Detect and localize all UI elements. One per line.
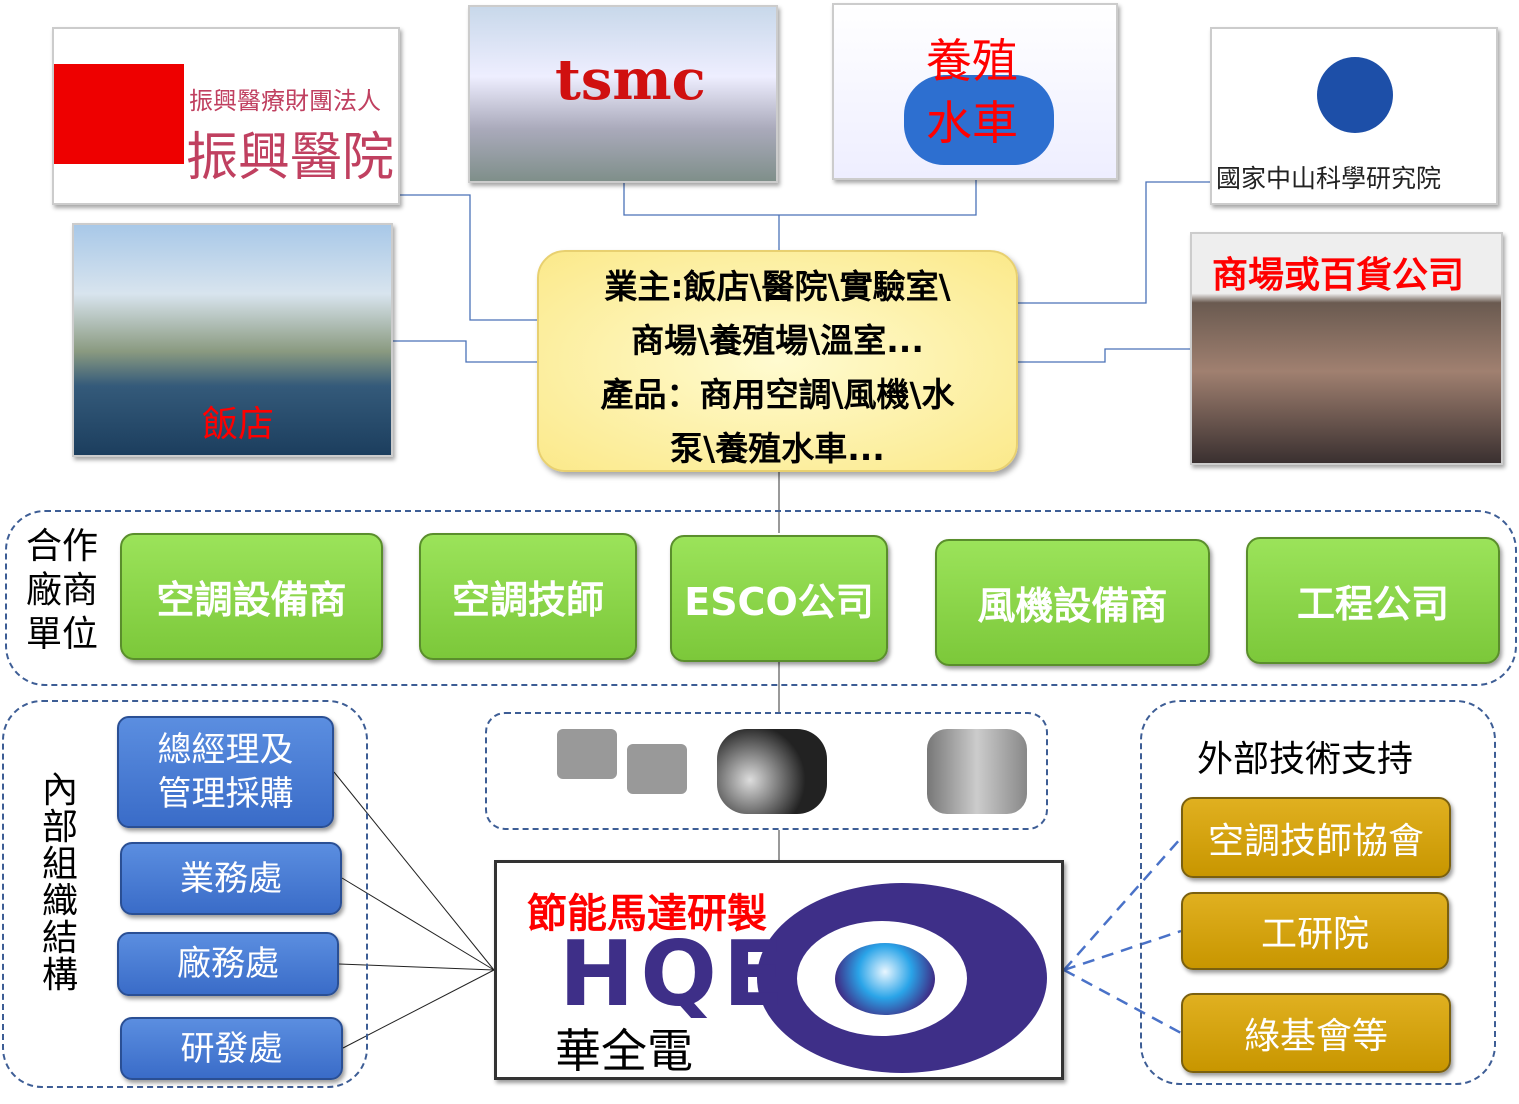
ncsist-name: 國家中山科學研究院 [1216,164,1442,193]
partner-engineering: 工程公司 [1246,537,1500,664]
external-itri: 工研院 [1181,892,1449,970]
internal-factory: 廠務處 [117,932,339,996]
tsmc-building-image: tsmc [468,5,778,183]
partner-esco: ESCO公司 [670,535,888,662]
partners-label-line: 廠商 [26,570,99,611]
hqe-core-icon [835,943,935,1015]
red-cross-icon [54,64,184,164]
compressor-motor-icon [927,729,1027,814]
internal-group [2,700,368,1088]
mall-image: 商場或百貨公司 [1190,232,1503,465]
tsmc-logo: tsmc [555,47,706,113]
motor-products-image [485,712,1048,830]
partners-group [5,510,1517,686]
partner-hvac-technician: 空調技師 [419,533,637,660]
aerator-label-line2: 水車 [926,96,1018,150]
partner-hvac-supplier: 空調設備商 [120,533,383,660]
internal-label: 內部組織結構 [42,770,79,996]
company-logo-box: 節能馬達研製 HQE 華全電 [494,860,1064,1080]
partner-fan-supplier: 風機設備商 [935,539,1210,666]
fan-motor-icon [557,729,617,779]
external-green-foundation: 綠基會等 [1181,993,1451,1073]
aerator-label-line1: 養殖 [926,34,1018,88]
partners-label-line: 單位 [26,614,99,655]
external-hvac-association: 空調技師協會 [1181,797,1451,878]
hospital-name: 振興醫院 [186,128,395,188]
center-line: 泵\養殖水車... [670,429,885,468]
center-line: 商場\養殖場\溫室... [631,321,924,360]
fan-motor-icon [627,744,687,794]
internal-rnd: 研發處 [120,1017,343,1080]
aerator-body [904,75,1054,165]
ncsist-logo-image: 國家中山科學研究院 [1210,27,1498,205]
partners-label-line: 合作 [26,526,99,567]
hospital-logo-image: 振興醫療財團法人 振興醫院 [52,27,400,205]
hospital-subtitle: 振興醫療財團法人 [189,87,381,115]
center-line: 產品：商用空調\風機\水 [600,375,955,414]
company-name: 華全電 [555,1024,693,1078]
emblem-icon [1317,57,1393,133]
hotel-image: 飯店 [72,223,393,457]
partners-label: 合作廠商單位 [26,525,98,657]
aerator-label: 養殖水車 [926,30,1018,154]
mall-label: 商場或百貨公司 [1212,255,1465,296]
external-group [1140,700,1496,1085]
center-line: 業主:飯店\醫院\實驗室\ [604,267,951,306]
internal-sales: 業務處 [120,842,342,915]
hqe-logo-text: HQE [559,922,791,1027]
hotel-label: 飯店 [202,404,275,445]
external-label: 外部技術支持 [1197,739,1414,780]
owners-products-box: 業主:飯店\醫院\實驗室\ 商場\養殖場\溫室... 產品：商用空調\風機\水 … [537,250,1018,472]
pump-icon [717,729,827,814]
company-tagline: 節能馬達研製 [527,891,767,937]
aerator-image: 養殖水車 [832,3,1118,180]
internal-gm-procurement: 總經理及 管理採購 [117,716,334,828]
